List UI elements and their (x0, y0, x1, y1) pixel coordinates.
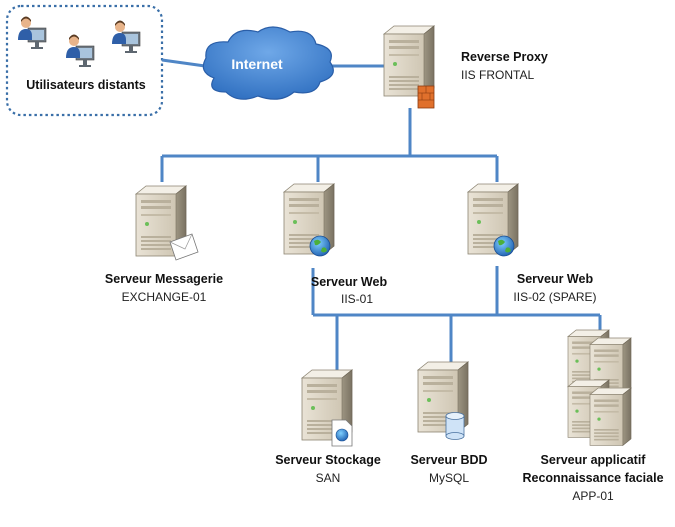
reverse-proxy-name: Reverse Proxy (461, 50, 548, 64)
database-server-icon (417, 361, 469, 440)
reverse-proxy-host: IIS FRONTAL (461, 68, 534, 82)
app-server-name: Serveur applicatif (541, 453, 647, 467)
mail-server-name: Serveur Messagerie (105, 272, 223, 286)
remote-users-label: Utilisateurs distants (26, 78, 146, 92)
file-share-icon (331, 419, 353, 447)
mail-server-host: EXCHANGE-01 (122, 290, 207, 304)
globe-icon (493, 235, 515, 257)
globe-icon (309, 235, 331, 257)
envelope-icon (169, 233, 199, 261)
network-links (160, 58, 602, 375)
app-server-cluster-icon (567, 329, 632, 446)
database-server-host: MySQL (429, 471, 469, 485)
storage-server-icon (301, 369, 353, 447)
reverse-proxy-server-icon (383, 25, 435, 109)
web-server-1-icon (283, 183, 335, 257)
mail-server-icon (135, 185, 199, 261)
web-server-1-host: IIS-01 (341, 292, 373, 306)
web-server-2-icon (467, 183, 519, 257)
internet-cloud: Internet (202, 26, 334, 100)
app-server-host: APP-01 (572, 489, 614, 503)
web-server-1-name: Serveur Web (311, 275, 388, 289)
internet-label: Internet (231, 56, 283, 72)
firewall-icon (417, 85, 435, 109)
web-server-2-host: IIS-02 (SPARE) (513, 290, 596, 304)
web-server-2-name: Serveur Web (517, 272, 594, 286)
database-icon (445, 412, 465, 440)
storage-server-host: SAN (316, 471, 341, 485)
storage-server-name: Serveur Stockage (275, 453, 381, 467)
database-server-name: Serveur BDD (410, 453, 487, 467)
app-server-name-line2: Reconnaissance faciale (522, 471, 663, 485)
